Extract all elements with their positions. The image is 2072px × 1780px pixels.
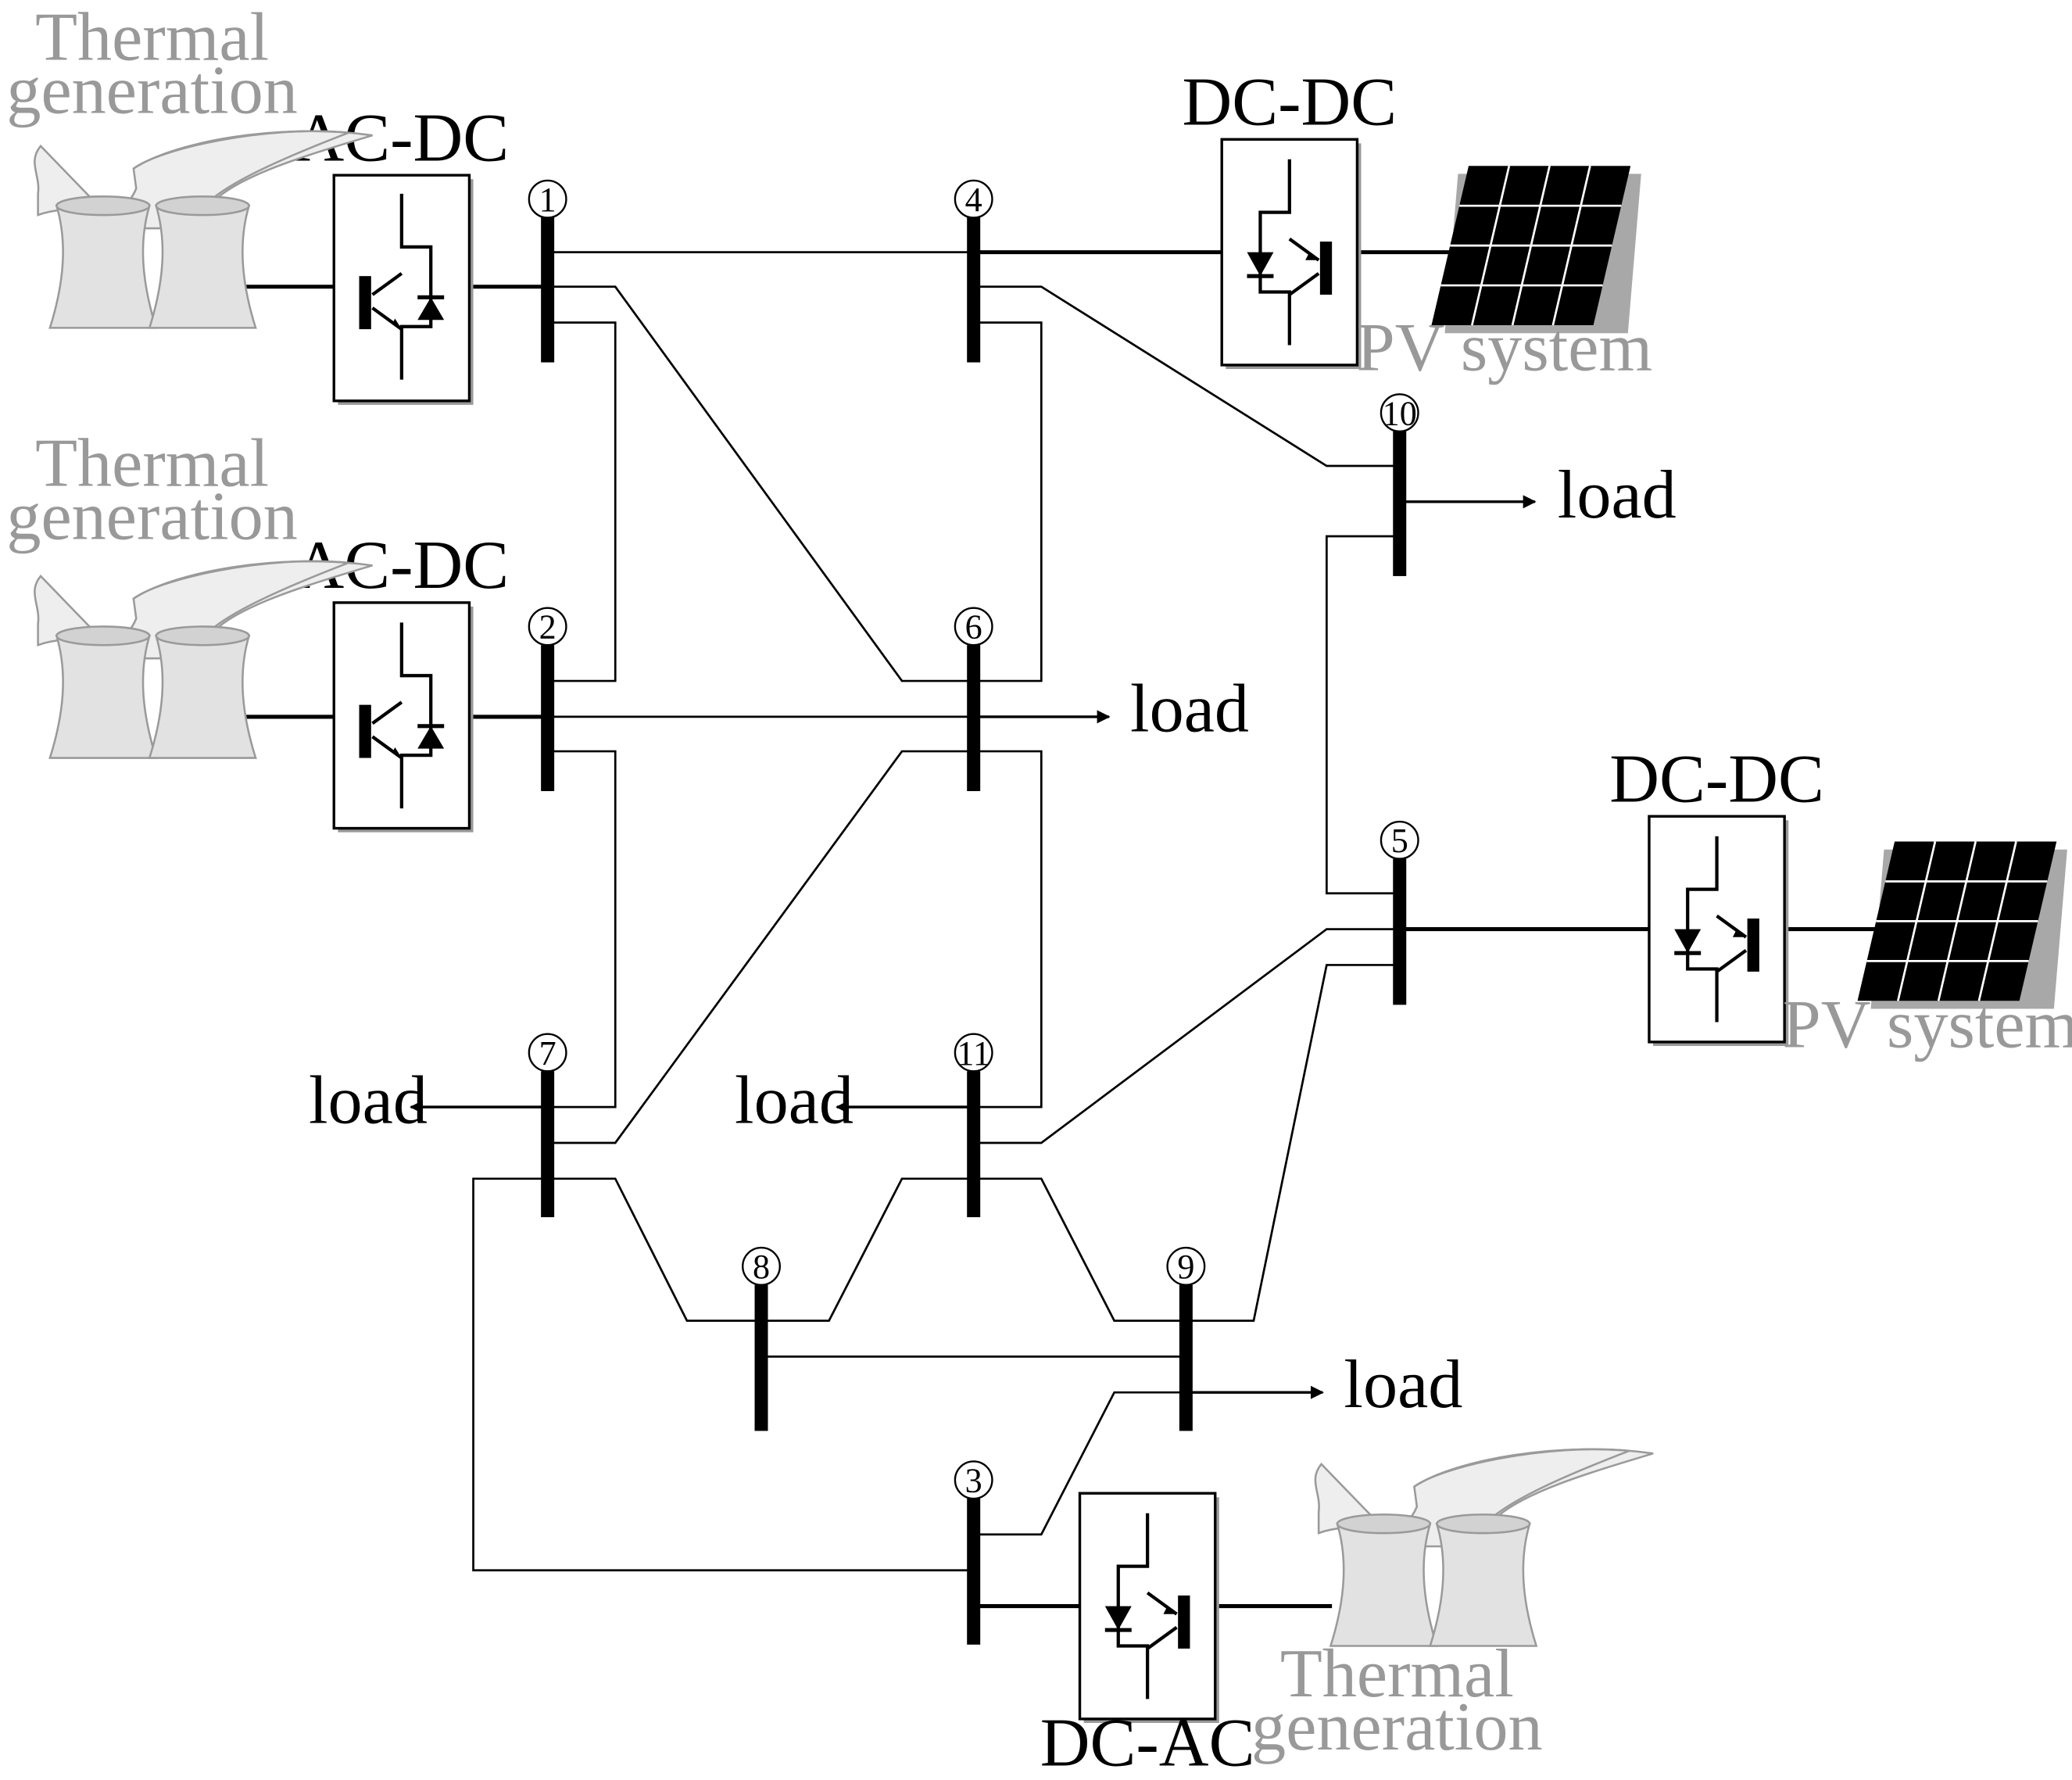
load-label-7: load bbox=[309, 1062, 428, 1138]
bus-node-7: 7 bbox=[528, 1033, 567, 1073]
line-6-11 bbox=[973, 750, 1043, 1108]
thermal-label-3-line1: Thermal bbox=[1280, 1635, 1514, 1712]
load-label-10: load bbox=[1558, 457, 1677, 533]
line-7-3 bbox=[472, 1177, 974, 1572]
bus-bars bbox=[541, 216, 1407, 1645]
load-label-11: load bbox=[735, 1062, 853, 1138]
bus-node-9: 9 bbox=[1166, 1246, 1206, 1286]
svg-text:2: 2 bbox=[539, 608, 556, 646]
bus-node-2: 2 bbox=[528, 607, 567, 646]
bus-bar-9 bbox=[1179, 1284, 1193, 1431]
bus-bar-7 bbox=[541, 1071, 555, 1218]
line-1-2 bbox=[547, 321, 617, 682]
line-11-9 bbox=[973, 1177, 1186, 1322]
line-4-10 bbox=[973, 285, 1400, 467]
line-8-11 bbox=[761, 1177, 974, 1322]
thermal-plant-3: Thermal generation bbox=[1251, 1448, 1655, 1765]
svg-text:9: 9 bbox=[1177, 1248, 1194, 1286]
load-label-9: load bbox=[1344, 1346, 1462, 1423]
svg-text:5: 5 bbox=[1391, 822, 1408, 860]
bus-labels: 1 2 3 4 5 6 7 8 9 10 11 bbox=[528, 179, 1419, 1500]
loads bbox=[410, 495, 1537, 1399]
bus-bar-5 bbox=[1393, 858, 1407, 1005]
svg-text:1: 1 bbox=[539, 181, 556, 219]
bus-node-5: 5 bbox=[1380, 820, 1419, 860]
converter-dc-dc-2: DC-DC bbox=[1609, 741, 1824, 1047]
pv-label-1: PV system bbox=[1357, 310, 1653, 386]
bus-bar-4 bbox=[967, 216, 981, 363]
converter-connections bbox=[233, 250, 1877, 1609]
pv-system-1: PV system bbox=[1357, 164, 1653, 386]
thermal-label-1-line1: Thermal bbox=[35, 0, 269, 75]
thermal-label-3-line2: generation bbox=[1251, 1689, 1543, 1765]
svg-text:4: 4 bbox=[965, 181, 982, 219]
bus-node-3: 3 bbox=[954, 1460, 993, 1500]
thermal-label-2-line2: generation bbox=[6, 478, 298, 554]
line-9-5 bbox=[1186, 964, 1400, 1322]
bus-bar-2 bbox=[541, 645, 555, 791]
svg-text:11: 11 bbox=[957, 1034, 990, 1073]
line-10-5 bbox=[1326, 535, 1400, 895]
bus-node-8: 8 bbox=[742, 1246, 781, 1286]
load-label-6: load bbox=[1130, 671, 1249, 747]
converter-label-dc-dc-2: DC-DC bbox=[1609, 741, 1824, 818]
pv-system-2: PV system bbox=[1783, 840, 2072, 1063]
converter-label-dc-dc-1: DC-DC bbox=[1182, 64, 1397, 141]
bus-node-11: 11 bbox=[954, 1033, 993, 1073]
converter-dc-ac: DC-AC bbox=[1040, 1492, 1255, 1780]
svg-text:8: 8 bbox=[753, 1248, 770, 1286]
line-3-9 bbox=[973, 1391, 1186, 1536]
line-1-6 bbox=[547, 285, 974, 682]
line-4-6 bbox=[973, 321, 1043, 682]
converter-ac-dc-1: AC-DC bbox=[295, 99, 509, 405]
thermal-label-1-line2: generation bbox=[6, 52, 298, 128]
line-11-5 bbox=[973, 928, 1400, 1144]
svg-text:3: 3 bbox=[965, 1462, 982, 1500]
converter-ac-dc-2: AC-DC bbox=[295, 527, 509, 833]
transmission-lines bbox=[472, 251, 1400, 1572]
bus-bar-6 bbox=[967, 645, 981, 791]
bus-bar-1 bbox=[541, 216, 555, 363]
bus-bar-3 bbox=[967, 1499, 981, 1645]
bus-bar-10 bbox=[1393, 430, 1407, 576]
converter-dc-dc-1: DC-DC bbox=[1182, 64, 1397, 370]
bus-node-6: 6 bbox=[954, 607, 993, 646]
svg-text:7: 7 bbox=[539, 1034, 556, 1073]
bus-bar-8 bbox=[754, 1284, 768, 1431]
thermal-label-2-line1: Thermal bbox=[35, 424, 269, 501]
svg-text:10: 10 bbox=[1383, 394, 1417, 432]
line-2-7 bbox=[547, 750, 617, 1108]
line-7-8 bbox=[547, 1177, 762, 1322]
bus-node-1: 1 bbox=[528, 179, 567, 219]
line-7-6 bbox=[547, 750, 974, 1144]
pv-label-2: PV system bbox=[1783, 987, 2072, 1063]
thermal-plant-2: Thermal generation bbox=[6, 424, 374, 759]
bus-node-10: 10 bbox=[1380, 393, 1419, 432]
thermal-plant-1: Thermal generation bbox=[6, 0, 374, 329]
bus-node-4: 4 bbox=[954, 179, 993, 219]
converter-label-dc-ac: DC-AC bbox=[1040, 1704, 1255, 1780]
bus-bar-11 bbox=[967, 1071, 981, 1218]
svg-text:6: 6 bbox=[965, 608, 982, 646]
